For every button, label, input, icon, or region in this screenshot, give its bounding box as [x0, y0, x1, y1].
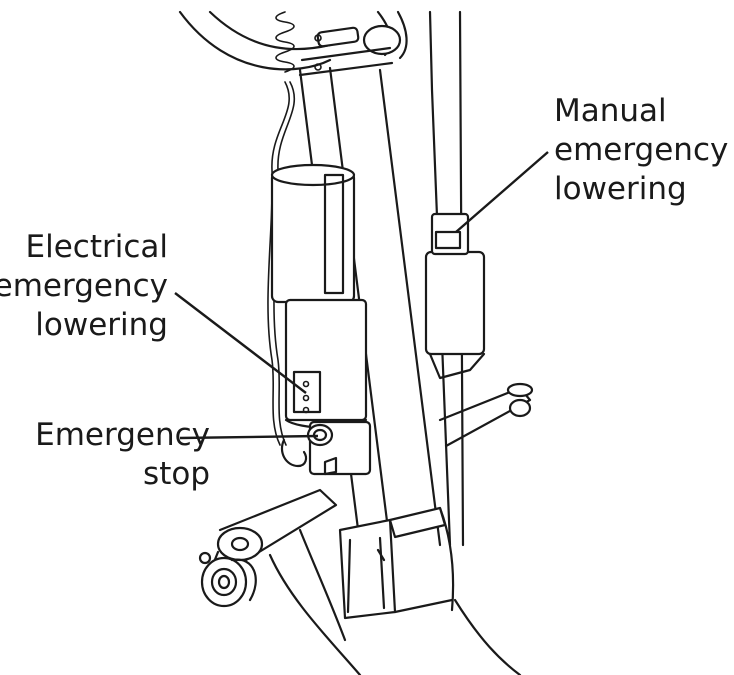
- manual-label-line2: emergency: [554, 132, 729, 168]
- emergency-stop-label: Emergency stop: [35, 416, 210, 494]
- rear-leg: [438, 382, 534, 448]
- manual-emergency-lowering-label: Manual emergency lowering: [554, 92, 728, 209]
- stop-label-line2: stop: [143, 456, 210, 492]
- leader-lines: [174, 151, 549, 440]
- actuator-unit: [270, 163, 372, 476]
- electrical-label-line1: Electrical: [25, 229, 168, 265]
- boom-arm: [178, 10, 408, 71]
- leader-stop: [179, 434, 319, 440]
- leader-manual: [455, 151, 549, 233]
- leader-electrical: [174, 292, 307, 394]
- electrical-label-line3: lowering: [35, 307, 168, 343]
- manual-label-line3: lowering: [554, 171, 687, 207]
- electrical-emergency-lowering-label: Electrical emergency lowering: [0, 228, 168, 345]
- manual-lowering-box: [424, 212, 486, 380]
- base-bracket: [268, 506, 522, 675]
- stop-label-line1: Emergency: [35, 417, 210, 453]
- manual-label-line1: Manual: [554, 93, 667, 129]
- front-leg: [198, 488, 338, 608]
- electrical-label-line2: emergency: [0, 268, 168, 304]
